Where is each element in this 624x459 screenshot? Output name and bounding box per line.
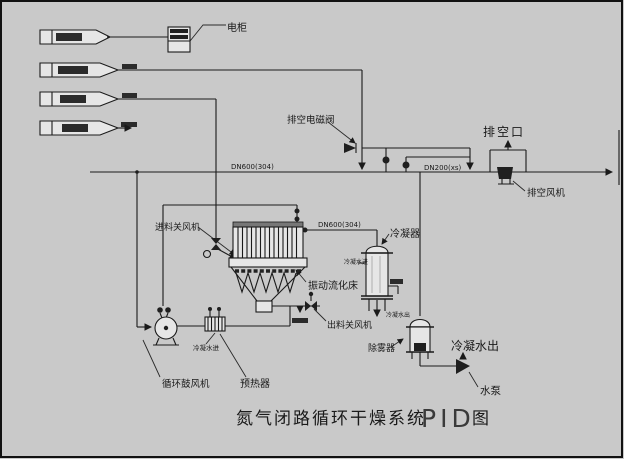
dryer-filter-hatch — [237, 227, 298, 258]
preheater-cooling-water-in-label: 冷凝水进 — [193, 343, 220, 352]
feed-rotary-valve-label: 进料关风机 — [155, 221, 200, 233]
dryer-outlet-box — [255, 300, 273, 313]
blower-valve-dot-1 — [157, 307, 163, 313]
ball-valve-1 — [382, 156, 390, 164]
condenser-leader — [381, 233, 390, 245]
dryer-outlet-flange-dot — [302, 227, 308, 233]
pipe-size-blob-3 — [121, 122, 137, 127]
demister-label: 除雾器 — [368, 342, 395, 354]
discharge-rotary-valve-label: 出料关风机 — [327, 319, 372, 331]
electrical-cabinet-symbol — [167, 26, 191, 53]
demister-leader — [390, 338, 404, 348]
discharge-valve-right-triangle — [311, 301, 317, 311]
discharge-rotary-valve-symbol — [305, 291, 317, 311]
title-suffix-text: 图 — [472, 409, 489, 429]
fluidized-bed-dryer-symbol — [228, 208, 308, 313]
cabinet-band-2 — [170, 35, 188, 39]
vent-fan-body — [497, 167, 513, 179]
condenser-shading — [371, 256, 381, 293]
leader-lines — [142, 24, 526, 388]
pipe-lines — [107, 36, 527, 367]
demister-dome — [409, 318, 431, 328]
feed-damper-circle — [202, 249, 212, 259]
junction-dot — [135, 170, 139, 174]
discharge-port-blob — [292, 318, 308, 323]
discharge-valve-stem-dot — [308, 291, 314, 297]
fluidized-bed-label: 振动流化床 — [308, 279, 358, 292]
stream-flag-1-label-blob — [56, 33, 82, 41]
circulation-blower-symbol — [153, 307, 179, 346]
preheater-nozzle-dot-1 — [208, 307, 212, 311]
preheater-nozzle-dot-2 — [217, 307, 221, 311]
condenser-flanges — [361, 252, 393, 300]
condenser-shell — [365, 252, 389, 297]
condenser-symbol — [361, 245, 393, 311]
preheater-fins — [207, 317, 223, 331]
stream-flags — [39, 29, 120, 136]
feed-rotary-valve-symbol — [202, 238, 221, 259]
dryer-flange-dot-2 — [294, 216, 300, 222]
feed-valve-bottom-triangle — [211, 244, 221, 250]
vent-fan-legs — [498, 179, 514, 185]
vent-solenoid-valve-symbol — [344, 143, 356, 153]
pipe-size-blob-1 — [122, 64, 137, 69]
vent-duct-size-label: DN200(xs) — [424, 164, 462, 172]
condenser-dome — [365, 245, 389, 254]
solenoid-leader — [327, 121, 356, 144]
dryer-top-band — [232, 221, 304, 228]
condenser-cooling-water-in-label: 冷凝水进 — [344, 258, 368, 266]
blower-valve-dot-2 — [165, 307, 171, 313]
water-pump-symbol — [456, 359, 470, 374]
stream-flag-2-label-blob — [58, 66, 88, 74]
cabinet-body — [167, 26, 191, 53]
electrical-cabinet-label: 电柜 — [227, 21, 247, 34]
demister-symbol — [406, 318, 434, 359]
title-pid-text: PID — [421, 404, 475, 433]
stream-flag-3-label-blob — [60, 95, 86, 103]
condenser-legs — [368, 299, 386, 311]
condensate-out-label: 冷凝水出 — [451, 338, 499, 353]
preheater-symbol — [204, 307, 226, 332]
feed-valve-top-triangle — [211, 238, 221, 244]
drawing-title: 氮气闭路循环干燥系统 PID 图 — [236, 404, 489, 433]
blower-hub — [163, 325, 169, 331]
dryer-zigzag — [235, 271, 297, 294]
vent-fan-label: 排空风机 — [527, 187, 566, 199]
condensate-out-small-label: 冷凝水出 — [386, 311, 410, 319]
pipe-size-blob-2 — [122, 93, 137, 98]
ball-valve-2 — [402, 161, 410, 169]
circulation-blower-label: 循环鼓风机 — [162, 378, 210, 390]
main-duct-size-label: DN600(304) — [231, 163, 274, 171]
water-pump-label: 水泵 — [480, 385, 501, 397]
blower-legs — [153, 337, 179, 346]
demister-legs — [411, 352, 429, 359]
preheater-label: 预热器 — [240, 377, 270, 390]
vent-port-label: 排空口 — [483, 125, 525, 139]
title-system-text: 氮气闭路循环干燥系统 — [236, 409, 426, 429]
condenser-drain-blob — [390, 279, 403, 284]
dryer-filter-box — [232, 226, 304, 259]
demister-element — [414, 343, 426, 351]
condenser-label: 冷凝器 — [390, 227, 420, 240]
vent-fan-symbol — [497, 167, 514, 185]
discharge-valve-left-triangle — [305, 301, 311, 311]
stream-flag-4-label-blob — [62, 124, 88, 132]
dryer-outlet-duct-size-label: DN600(304) — [318, 221, 361, 229]
dryer-plate-band — [228, 257, 308, 268]
cabinet-band-1 — [170, 29, 188, 33]
vent-solenoid-label: 排空电磁阀 — [287, 114, 335, 126]
dryer-flange-dot-1 — [294, 208, 300, 214]
